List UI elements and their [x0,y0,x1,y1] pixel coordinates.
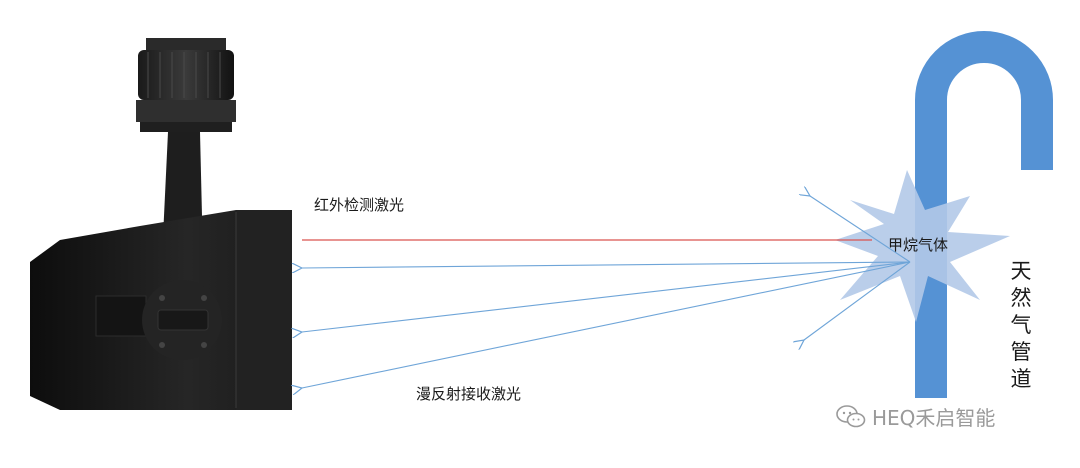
scatter-beam-up [810,196,911,263]
device-connector-ridges [147,52,221,98]
watermark: HEQ禾启智能 [836,402,995,431]
natural-gas-pipe [915,31,1053,398]
device-hub-plate [157,309,209,331]
device-connector-base [136,100,236,122]
reflected-laser-label: 漫反射接收激光 [416,385,522,403]
reflected-beam-3 [302,261,911,388]
scatter-beam-down [804,261,911,340]
reflected-laser-beams [302,196,911,388]
device-top-cap [146,38,226,52]
wechat-icon [836,404,866,427]
natural-gas-pipe-label: 天然气管道 [1010,259,1032,391]
gas-detector-device [30,38,292,410]
reflected-beam-1 [302,261,911,268]
device-front-face [236,210,292,410]
infrared-laser-label: 红外检测激光 [314,196,405,214]
device-connector-nut [138,50,234,100]
methane-gas-label: 甲烷气体 [888,236,949,254]
device-vent-grille [95,295,147,337]
watermark-text: HEQ禾启智能 [872,406,996,430]
methane-gas-burst [835,170,1010,322]
reflected-beam-2 [302,261,911,332]
